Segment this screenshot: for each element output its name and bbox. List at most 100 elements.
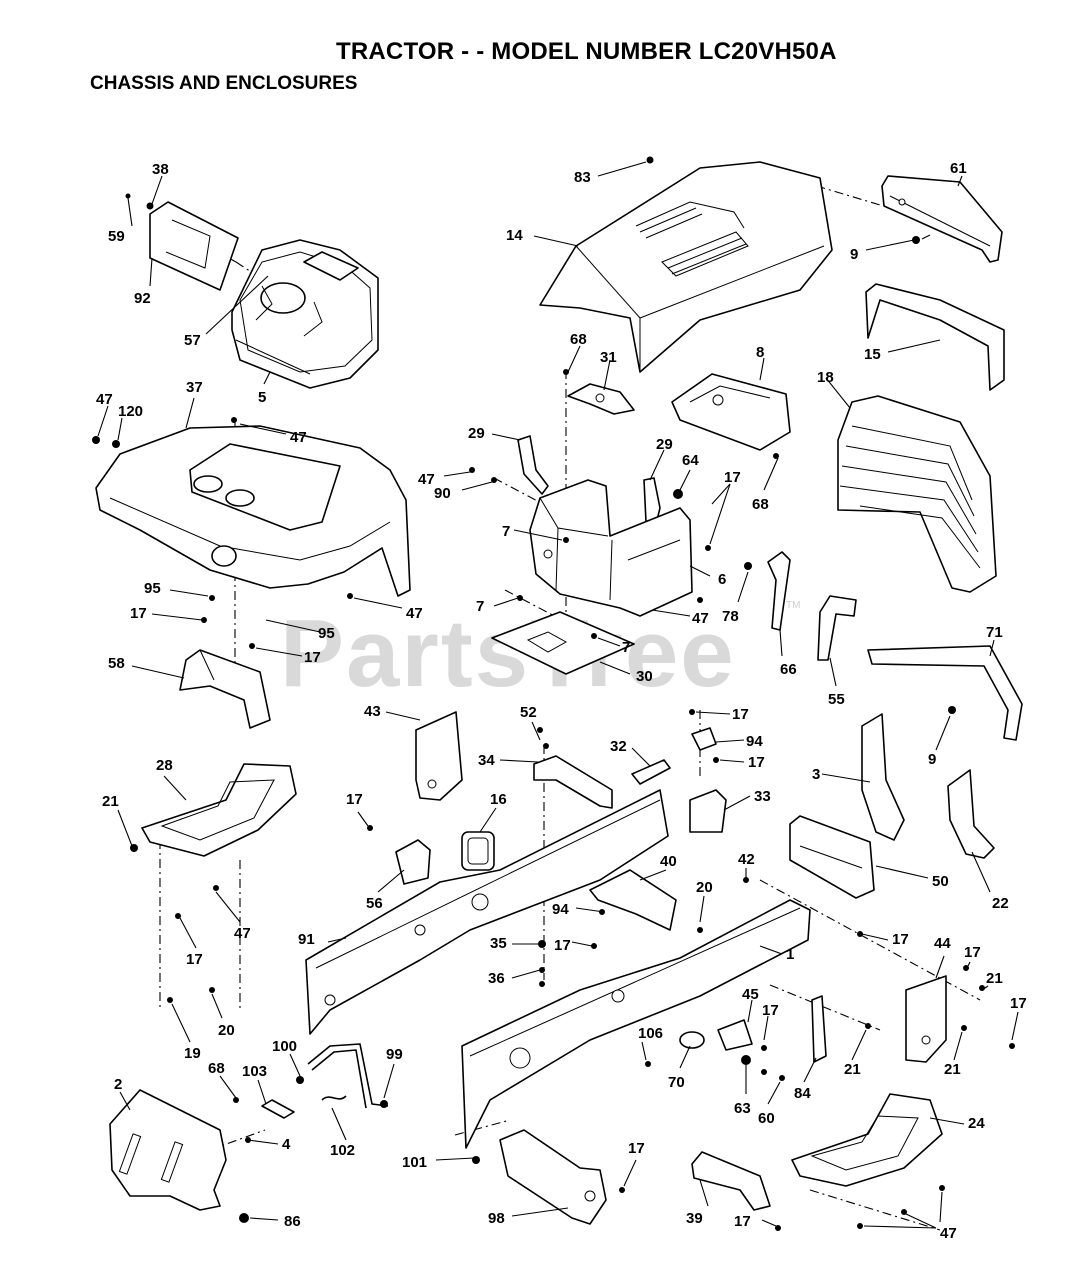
callout-20b: 20 [218,1022,235,1039]
callout-92: 92 [134,290,151,307]
part-29-bracket-left [517,435,549,495]
part-1-frame-rail-right [461,899,811,1149]
leader-lines [97,161,1019,1229]
callout-17m: 17 [628,1140,645,1157]
part-16-gasket [461,831,495,871]
callout-18: 18 [817,369,834,386]
part-45-bracket [717,1019,753,1051]
callout-101: 101 [402,1154,427,1171]
part-70-ring [679,1031,705,1049]
callout-15: 15 [864,346,881,363]
callout-17d: 17 [732,706,749,723]
callout-100: 100 [272,1038,297,1055]
callout-120: 120 [118,403,143,420]
callout-6: 6 [718,571,726,588]
callout-7c: 7 [622,639,630,656]
callout-33: 33 [754,788,771,805]
callout-17b: 17 [130,605,147,622]
callout-17n: 17 [734,1213,751,1230]
callout-57: 57 [184,332,201,349]
callout-2: 2 [114,1076,122,1093]
callout-17h: 17 [554,937,571,954]
callout-29b: 29 [656,436,673,453]
part-94-spacer [691,727,717,751]
callout-47d: 47 [406,605,423,622]
callout-17i: 17 [964,944,981,961]
callout-103: 103 [242,1063,267,1080]
callout-30: 30 [636,668,653,685]
watermark-trademark: TM [786,600,800,611]
callout-56: 56 [366,895,383,912]
callout-59: 59 [108,228,125,245]
callout-50: 50 [932,873,949,890]
part-55-bracket [817,595,857,661]
part-50-front-plate [789,815,875,899]
callout-95b: 95 [318,625,335,642]
callout-5: 5 [258,389,266,406]
callout-84: 84 [794,1085,811,1102]
part-99-lift-lever [307,1043,389,1109]
callout-38: 38 [152,161,169,178]
part-92-decal-panel [149,201,239,291]
callout-90: 90 [434,485,451,502]
callout-70: 70 [668,1074,685,1091]
callout-63: 63 [734,1100,751,1117]
callout-47b: 47 [290,429,307,446]
part-33-bracket [689,789,727,833]
callout-42: 42 [738,851,755,868]
part-22-side-panel [947,769,995,859]
part-18-grille [837,395,997,593]
callout-37: 37 [186,379,203,396]
callout-24: 24 [968,1115,985,1132]
callout-17e: 17 [748,754,765,771]
part-56-bracket [395,839,431,885]
callout-58: 58 [108,655,125,672]
callout-78: 78 [722,608,739,625]
callout-95a: 95 [144,580,161,597]
callout-19: 19 [184,1045,201,1062]
callout-7a: 7 [502,523,510,540]
part-71-front-bumper [867,645,1023,741]
callout-4: 4 [282,1136,291,1153]
callout-68c: 68 [208,1060,225,1077]
fasteners [92,156,1015,1231]
callout-52: 52 [520,704,537,721]
part-98-bracket [499,1129,607,1225]
callout-47c: 47 [418,471,435,488]
callout-98: 98 [488,1210,505,1227]
part-84-bracket [811,995,827,1063]
callout-47f: 47 [234,925,251,942]
callout-7b: 7 [476,598,484,615]
callout-17k: 17 [1010,995,1027,1012]
callout-61: 61 [950,160,967,177]
part-102-spring [321,1095,347,1101]
watermark-text: PartsTree [280,600,736,707]
callout-91: 91 [298,931,315,948]
callout-39: 39 [686,1210,703,1227]
callout-68b: 68 [752,496,769,513]
callout-14: 14 [506,227,523,244]
part-8-plate [671,373,791,451]
part-43-bracket [415,711,463,801]
callout-34: 34 [478,752,495,769]
callout-31: 31 [600,349,617,366]
callout-32: 32 [610,738,627,755]
part-14-hood [539,161,833,373]
callout-17f: 17 [346,791,363,808]
callout-83: 83 [574,169,591,186]
part-32-small-bracket [631,759,671,785]
callout-21d: 21 [944,1061,961,1078]
callout-22: 22 [992,895,1009,912]
part-5-dash-housing [231,239,379,389]
callout-35: 35 [490,935,507,952]
callout-20a: 20 [696,879,713,896]
callout-47e: 47 [692,610,709,627]
callout-94a: 94 [746,733,763,750]
callout-43: 43 [364,703,381,720]
part-44-bracket [905,975,947,1063]
callout-47g: 47 [940,1225,957,1242]
part-6-steering-pedestal [529,479,693,617]
callout-106: 106 [638,1025,663,1042]
part-103-clip [261,1099,295,1119]
